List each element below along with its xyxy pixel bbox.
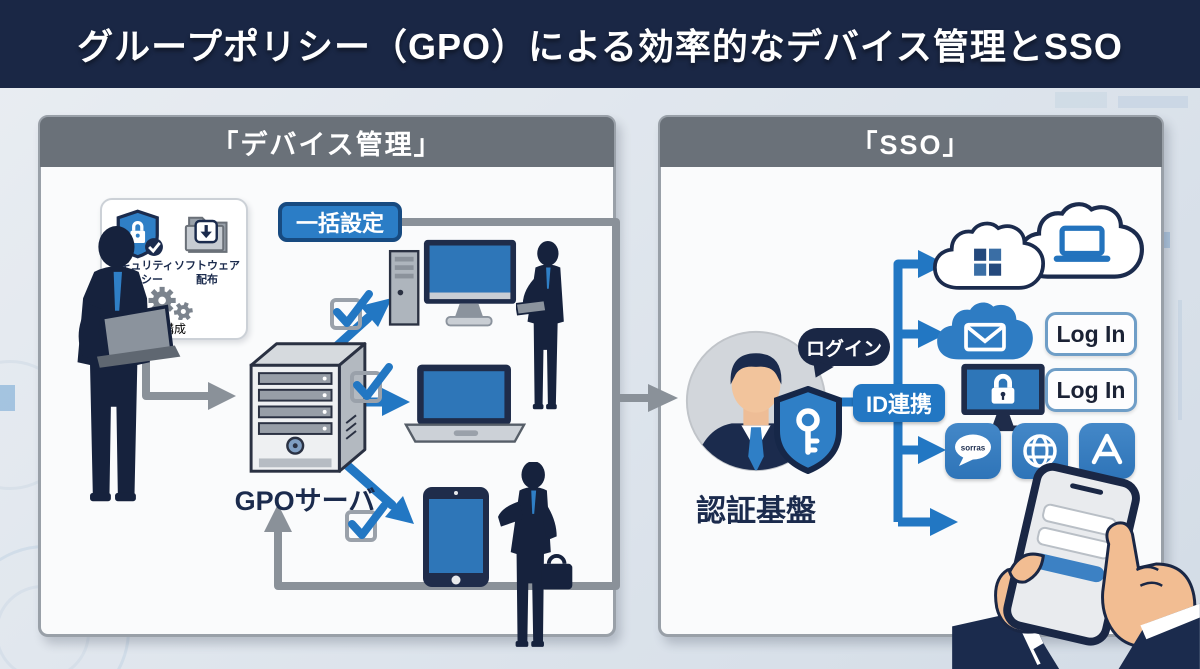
decor-square-left xyxy=(0,385,15,411)
secure-monitor-icon xyxy=(961,363,1045,432)
checkbox-laptop-icon xyxy=(350,363,393,403)
login-speech-bubble: ログイン xyxy=(798,328,890,383)
desktop-computer-icon xyxy=(388,239,517,327)
decor-block-topright-1 xyxy=(1055,92,1107,108)
employee-briefcase-silhouette xyxy=(498,462,573,647)
employee-laptop-silhouette xyxy=(516,240,564,410)
decor-line-right xyxy=(1178,300,1182,420)
auth-shield-key-icon xyxy=(774,386,842,474)
email-cloud-icon xyxy=(937,302,1033,360)
id-federation-pill: ID連携 xyxy=(853,384,945,422)
title-banner: グループポリシー（GPO）による効率的なデバイス管理とSSO xyxy=(0,0,1200,88)
chat-app-icon: sorras xyxy=(945,423,1001,479)
laptop-icon xyxy=(404,364,526,443)
gpo-server-icon xyxy=(249,342,367,473)
checkbox-tablet-icon xyxy=(345,502,388,542)
device-panel-header: 「デバイス管理」 xyxy=(40,117,614,167)
auth-platform-label: 認証基盤 xyxy=(696,495,816,528)
login-button-monitor: Log In xyxy=(1045,368,1137,412)
page-title: グループポリシー（GPO）による効率的なデバイス管理とSSO xyxy=(77,26,1123,67)
sso-panel-header: 「SSO」 xyxy=(660,117,1162,167)
svg-text:sorras: sorras xyxy=(961,444,986,453)
cloud-windows-icon xyxy=(933,221,1045,290)
device-panel-title: 「デバイス管理」 xyxy=(211,129,443,160)
login-button-mail: Log In xyxy=(1045,312,1137,356)
checkbox-desktop-icon xyxy=(330,290,373,330)
admin-person-silhouette xyxy=(77,226,181,502)
sso-panel-title: 「SSO」 xyxy=(850,129,972,160)
tablet-icon xyxy=(423,487,489,587)
software-distribution-label: ソフトウェア 配布 xyxy=(174,260,240,286)
appstore-app-icon xyxy=(1079,423,1135,479)
software-distribution-folder-icon xyxy=(184,216,228,253)
batch-config-pill: 一括設定 xyxy=(278,202,402,242)
decor-block-topright-2 xyxy=(1118,96,1188,108)
smartphone-hands-illustration xyxy=(952,462,1200,669)
